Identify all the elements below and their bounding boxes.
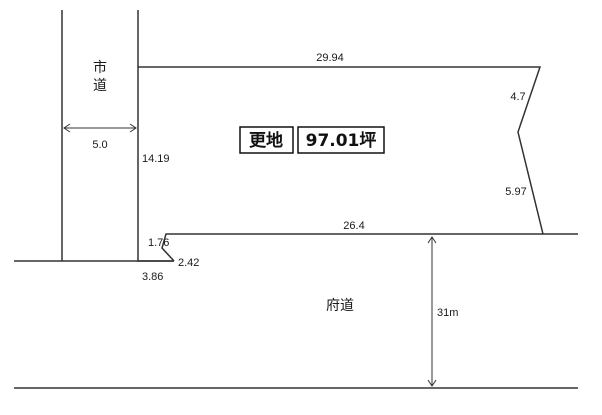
dim-right-lower: 5.97 xyxy=(505,186,526,198)
city-road-label-1: 市 xyxy=(93,59,107,76)
lot-area: 97.01坪 xyxy=(306,131,377,151)
dim-top: 29.94 xyxy=(316,52,344,64)
dim-corner-b: 2.42 xyxy=(178,257,199,269)
lot-boundary-left xyxy=(137,234,174,262)
dim-right-upper: 4.7 xyxy=(510,91,525,103)
city-road-label-2: 道 xyxy=(93,78,107,94)
prefectural-road-width: 31m xyxy=(437,307,458,319)
arrowhead-up xyxy=(427,236,437,244)
dim-bottom: 26.4 xyxy=(343,220,364,232)
city-road-width: 5.0 xyxy=(92,139,107,151)
arrowhead-right xyxy=(129,123,137,133)
lot-boundary-bottom xyxy=(161,233,543,262)
dim-left: 14.19 xyxy=(142,153,170,165)
lot-type-box xyxy=(239,126,294,154)
dim-corner-a: 1.76 xyxy=(148,237,169,249)
lot-boundary-top-right xyxy=(138,66,578,235)
dim-corner-c: 3.86 xyxy=(142,271,163,283)
lot-area-box xyxy=(297,126,385,154)
lot-type-label: 更地 xyxy=(249,130,283,151)
arrowhead-down xyxy=(427,379,437,387)
arrowhead-left xyxy=(63,123,71,133)
prefectural-road-label: 府道 xyxy=(326,298,354,314)
